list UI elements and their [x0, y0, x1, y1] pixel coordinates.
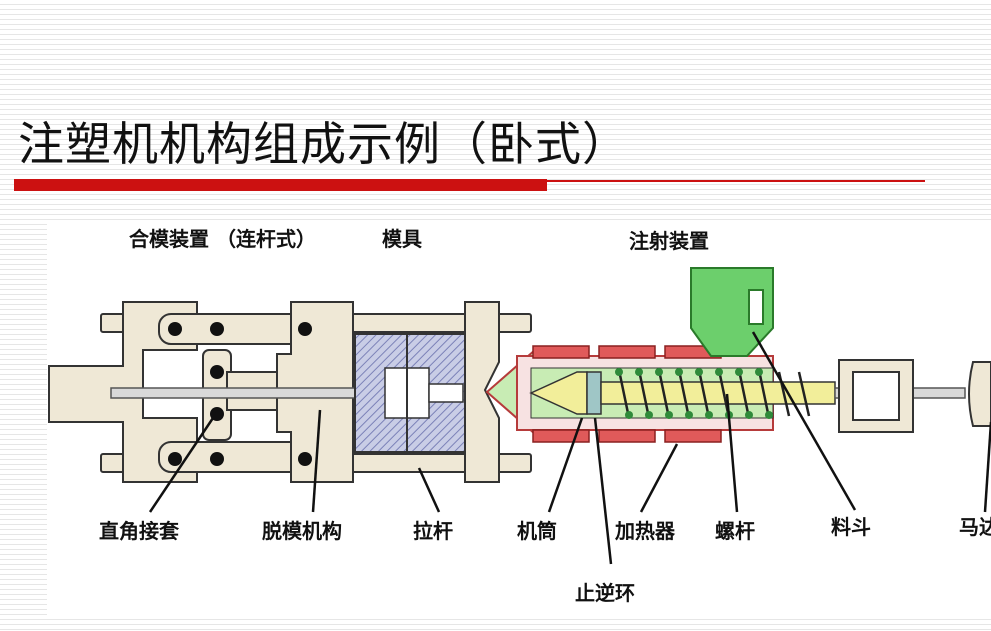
label-toggle-sleeve: 直角接套 — [99, 519, 179, 543]
label-ejector: 脱模机构 — [262, 519, 342, 543]
label-hopper: 料斗 — [831, 515, 871, 539]
machine-diagram: 合模装置 （连杆式） 模具 注射装置 — [48, 227, 991, 605]
label-barrel: 机筒 — [517, 519, 557, 543]
diagram-panel: 合模装置 （连杆式） 模具 注射装置 — [47, 222, 991, 618]
screw — [600, 368, 836, 419]
label-motor: 马达 — [959, 515, 991, 539]
mold — [354, 333, 466, 453]
label-injection-unit: 注射装置 — [629, 229, 709, 253]
check-ring — [586, 371, 602, 415]
heater-bands — [532, 345, 722, 443]
label-clamp-unit: 合模装置 （连杆式） — [129, 227, 316, 251]
label-mold: 模具 — [382, 227, 422, 251]
label-tie-bar: 拉杆 — [413, 519, 453, 543]
coupling — [838, 359, 914, 433]
title-underline-thin — [547, 180, 925, 182]
label-screw: 螺杆 — [715, 519, 755, 543]
piston-rod — [110, 387, 362, 399]
page-title: 注塑机机构组成示例（卧式） — [18, 117, 629, 171]
title-underline-thick — [14, 179, 547, 191]
leader-lines — [148, 331, 991, 565]
fixed-platen — [464, 301, 500, 483]
pivot-pins — [168, 322, 312, 466]
label-check-ring: 止逆环 — [575, 581, 635, 605]
hopper-window — [748, 289, 764, 325]
label-heater: 加热器 — [614, 519, 676, 543]
motor-body — [968, 361, 991, 427]
